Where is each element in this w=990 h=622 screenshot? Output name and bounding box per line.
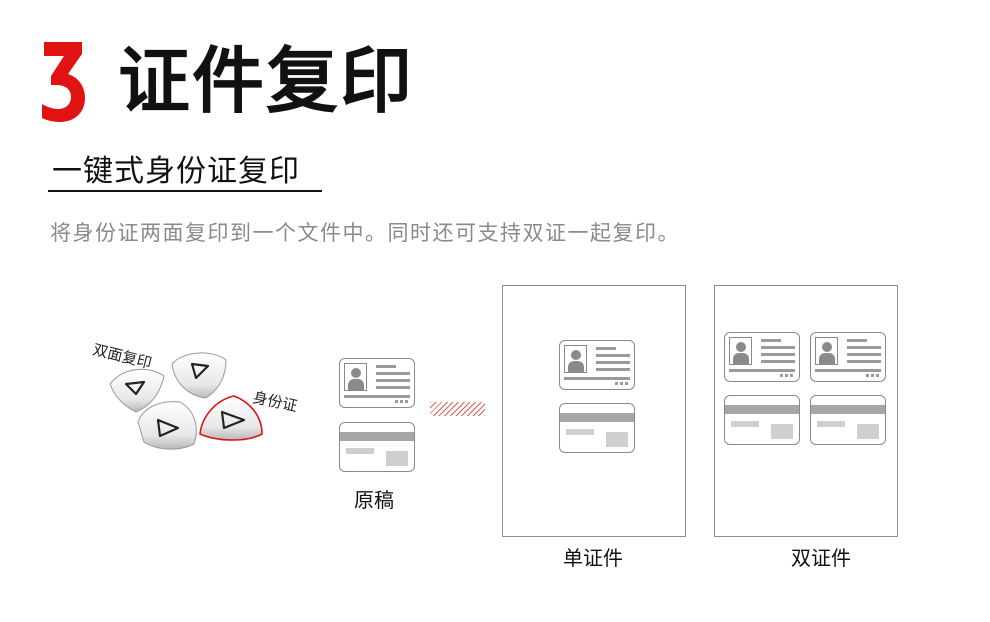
id-card-copy-key[interactable]: [199, 395, 263, 441]
keypad-label-duplex: 双面复印: [91, 340, 154, 372]
portrait-icon: [815, 337, 838, 365]
caption-double-id: 双证件: [791, 546, 851, 570]
single-id-result-page: [502, 285, 686, 537]
caption-single-id: 单证件: [563, 546, 623, 570]
triangle-up-icon: [190, 362, 210, 380]
double-id-result-page: [714, 285, 898, 537]
id-card-back: [724, 395, 800, 445]
section-subtitle: 一键式身份证复印: [52, 154, 300, 189]
triangle-left-icon: [124, 380, 146, 396]
subtitle-underline: [48, 190, 322, 192]
id-card-back: [559, 403, 635, 453]
duplex-copy-key[interactable]: [109, 368, 165, 413]
id-card-front: [559, 340, 635, 390]
id-card-front: [339, 358, 415, 408]
page-title: 证件复印: [118, 39, 415, 123]
top-key[interactable]: [171, 352, 227, 399]
portrait-icon: [344, 363, 367, 391]
bottom-key[interactable]: [137, 401, 197, 450]
portrait-icon: [564, 345, 587, 373]
triangle-right-icon: [220, 410, 246, 430]
id-card-back: [810, 395, 886, 445]
copier-keypad-illustration: 双面复印 身份证: [91, 340, 299, 450]
section-number-text: 3: [0, 0, 1, 1]
section-number-3: [42, 42, 85, 122]
triangle-right-icon: [156, 418, 180, 438]
portrait-icon: [729, 337, 752, 365]
copy-direction-marker: [430, 402, 485, 416]
keypad-label-id: 身份证: [251, 388, 299, 415]
id-card-back: [339, 422, 415, 472]
id-card-front: [810, 332, 886, 382]
id-card-front: [724, 332, 800, 382]
caption-original: 原稿: [354, 488, 394, 512]
description-text: 将身份证两面复印到一个文件中。同时还可支持双证一起复印。: [50, 221, 680, 245]
